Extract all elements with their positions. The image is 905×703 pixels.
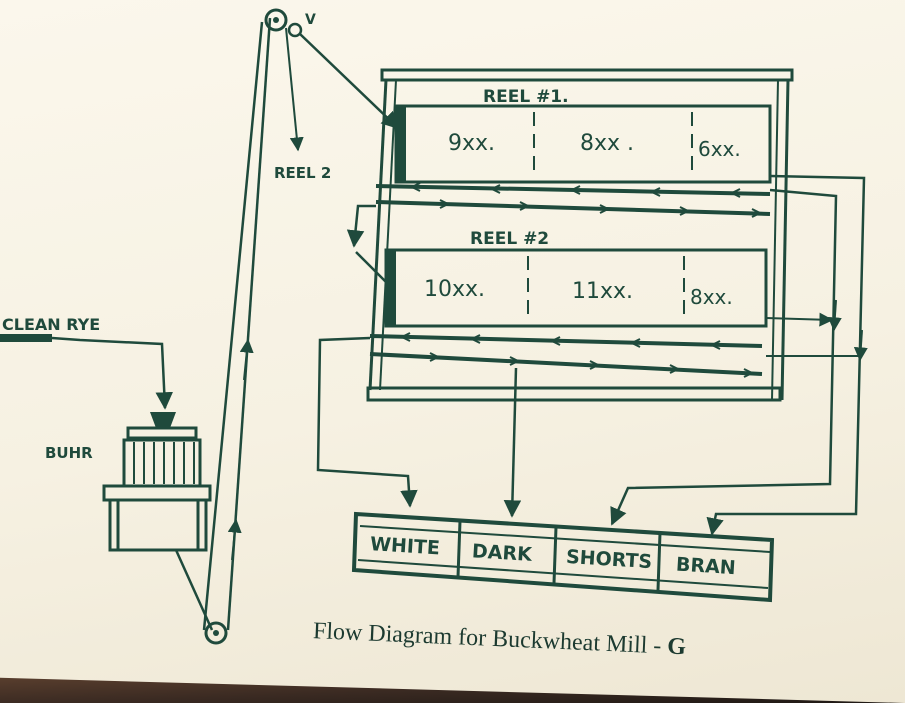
buhr-stand — [108, 498, 208, 552]
reel2-pointer-arrow — [285, 27, 304, 152]
clean-rye-pipe — [0, 334, 52, 342]
clean-rye-input: CLEAN RYE — [0, 315, 174, 410]
head-pulley — [264, 8, 288, 32]
bin-shorts: SHORTS — [565, 546, 652, 573]
divider-pulley — [287, 22, 303, 38]
routing-lines — [316, 174, 868, 536]
reel2-title: REEL #2 — [470, 229, 549, 249]
reel2-section-1: 10xx. — [424, 277, 485, 302]
buhr-hopper — [150, 412, 176, 428]
elevator: V REEL 2 — [174, 8, 400, 645]
bin-bran: BRAN — [675, 554, 736, 580]
reel2-pointer-label: REEL 2 — [274, 164, 331, 182]
reel1-to-reel2-feed — [346, 204, 376, 248]
buhr-base-top — [102, 484, 212, 502]
output-bins: WHITE DARK SHORTS BRAN — [351, 511, 775, 603]
to-dark-line — [503, 367, 522, 518]
buhr-label: BUHR — [45, 444, 93, 462]
head-to-reel1-arrow — [299, 33, 400, 130]
buhr-body — [122, 438, 202, 488]
reel-housing — [366, 68, 794, 402]
reel1-section-3: 6xx. — [698, 137, 741, 161]
reel2-conveyors — [369, 332, 763, 378]
pulley-label: V — [305, 12, 316, 28]
caption-letter: G — [667, 634, 687, 661]
to-white-line — [316, 336, 418, 508]
buhr-top — [126, 426, 198, 440]
to-shorts-line — [610, 188, 838, 526]
reel2-section-2: 11xx. — [572, 279, 633, 304]
reel2-section-3: 8xx. — [690, 285, 733, 309]
reel-2: REEL #2 10xx. 11xx. 8xx. — [346, 204, 768, 328]
boot-pulley — [204, 621, 228, 645]
reel1-section-1: 9xx. — [448, 131, 495, 156]
clean-rye-label: CLEAN RYE — [2, 315, 100, 334]
bins-frame — [351, 511, 775, 603]
buhr-mill: BUHR — [45, 412, 212, 552]
buhr-staves — [133, 442, 195, 484]
diagram-caption: Flow Diagram for Buckwheat Mill - G — [312, 618, 686, 660]
bin-dark: DARK — [471, 540, 533, 566]
rye-to-buhr-arrow — [51, 336, 174, 410]
bin-white: WHITE — [369, 533, 440, 559]
to-bran-line — [706, 174, 866, 536]
reel1-section-2: 8xx . — [580, 131, 634, 156]
elevator-down-leg — [202, 21, 264, 631]
reel-1: REEL #1. 9xx. 8xx . 6xx. — [394, 87, 772, 184]
reel1-title: REEL #1. — [483, 87, 569, 107]
reel1-conveyors — [375, 182, 771, 218]
